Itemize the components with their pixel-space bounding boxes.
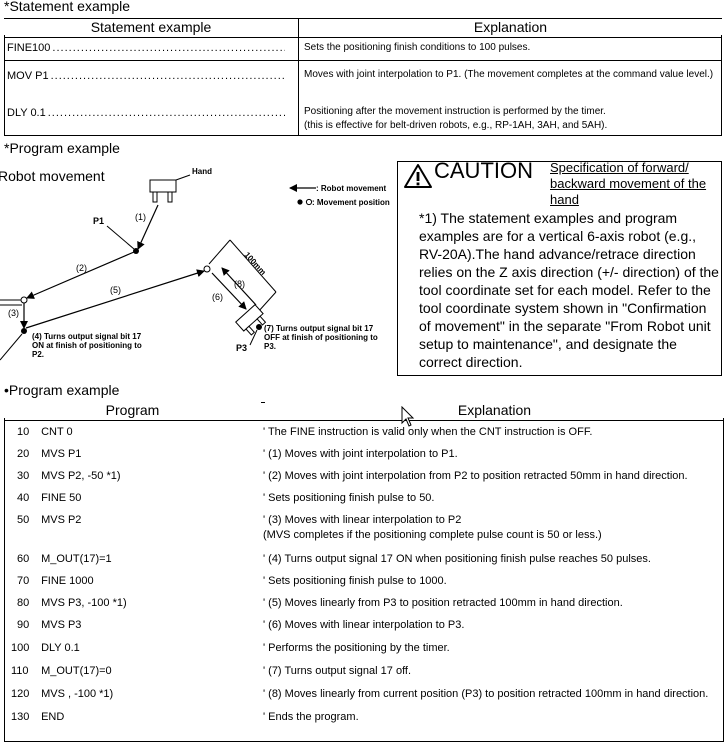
mouse-cursor-icon bbox=[401, 406, 415, 427]
move-label-6: (6) bbox=[212, 292, 223, 302]
legend-position-label: : Movement position bbox=[312, 198, 390, 207]
table-row: 100 DLY 0.1 bbox=[11, 642, 80, 654]
col-program-header: Program bbox=[4, 402, 261, 418]
p2-label: P2. bbox=[32, 350, 44, 359]
p1-leader bbox=[106, 225, 135, 250]
table-row: 50 MVS P2 bbox=[17, 514, 82, 526]
row-explanation: ' (6) Moves with linear interpolation to… bbox=[263, 619, 465, 631]
note-4-line2: ON at finish of positioning to bbox=[32, 341, 142, 350]
program-section-title: •Program example bbox=[4, 382, 120, 398]
program-example-title: *Program example bbox=[4, 140, 120, 156]
dim-extension-2 bbox=[257, 291, 277, 313]
robot-movement-diagram: Hand : Robot movement : Movement positio… bbox=[0, 167, 390, 361]
table-row: 130 END bbox=[11, 711, 65, 723]
row-explanation: ' Sets positioning finish pulse to 50. bbox=[263, 492, 435, 504]
move-arrow-6 bbox=[211, 272, 247, 310]
statement-col-divider bbox=[298, 18, 299, 136]
row-explanation: ' (7) Turns output signal 17 off. bbox=[263, 665, 412, 677]
caution-heading: Specification of forward/ backward movem… bbox=[550, 160, 707, 207]
hand-at-p3-icon bbox=[235, 303, 267, 336]
legend-filled-dot-icon bbox=[297, 199, 303, 205]
statement-section-title: *Statement example bbox=[4, 0, 131, 14]
statement-explanation: Sets the positioning finish conditions t… bbox=[304, 42, 531, 53]
row-explanation: ' (1) Moves with joint interpolation to … bbox=[263, 448, 458, 460]
move-arrow-2 bbox=[26, 251, 135, 299]
row-explanation: ' Sets positioning finish pulse to 1000. bbox=[263, 575, 447, 587]
row-explanation: ' (8) Moves linearly from current positi… bbox=[263, 688, 709, 700]
warning-triangle-icon bbox=[404, 164, 432, 188]
statement-row: FINE100 bbox=[7, 42, 287, 54]
note-7-line1: (7) Turns output signal bit 17 bbox=[264, 324, 374, 333]
diagram-title: Robot movement bbox=[0, 168, 105, 184]
statement-table bbox=[4, 18, 722, 136]
note-7-line2: OFF at finish of positioning to bbox=[264, 333, 378, 342]
table-row: 10 CNT 0 bbox=[17, 426, 73, 438]
table-row: 20 MVS P1 bbox=[17, 448, 82, 460]
statement-explanation: Moves with joint interpolation to P1. (T… bbox=[304, 69, 714, 80]
p3-leader bbox=[249, 329, 258, 346]
move-label-3: (3) bbox=[8, 308, 19, 318]
retract-p3-point bbox=[203, 265, 211, 273]
p1-label: P1 bbox=[93, 216, 104, 226]
move-label-5: (5) bbox=[110, 285, 121, 295]
col-program-explanation-header: Explanation bbox=[265, 402, 724, 418]
p1-point bbox=[133, 248, 139, 254]
row-explanation: ' (2) Moves with joint interpolation fro… bbox=[263, 470, 688, 482]
table-row: 110 M_OUT(17)=0 bbox=[11, 665, 112, 677]
statement-explanation: Positioning after the movement instructi… bbox=[304, 106, 608, 131]
table-row: 90 MVS P3 bbox=[17, 619, 82, 631]
caution-body: *1) The statement examples and program e… bbox=[419, 210, 719, 370]
move-arrow-8 bbox=[221, 267, 257, 306]
table-row: 120 MVS , -100 *1) bbox=[11, 688, 114, 700]
statement-row: DLY 0.1 bbox=[7, 107, 287, 119]
p2-point bbox=[21, 328, 27, 334]
row-explanation: ' Ends the program. bbox=[263, 711, 359, 723]
col-statement-header: Statement example bbox=[4, 19, 298, 35]
move-arrow-1 bbox=[137, 204, 159, 250]
row-explanation: ' (4) Turns output signal 17 ON when pos… bbox=[263, 553, 651, 565]
statement-code: FINE100 bbox=[7, 42, 51, 54]
statement-code: MOV P1 bbox=[7, 70, 49, 82]
move-label-8: (8) bbox=[234, 279, 245, 289]
caution-box bbox=[397, 161, 722, 376]
dim-extension-1 bbox=[208, 239, 231, 265]
program-header-divider bbox=[4, 420, 724, 421]
table-row: 70 FINE 1000 bbox=[17, 575, 94, 587]
statement-header-divider bbox=[4, 37, 722, 38]
table-row: 80 MVS P3, -100 *1) bbox=[17, 597, 127, 609]
statement-code: DLY 0.1 bbox=[7, 107, 46, 119]
statement-row-divider bbox=[4, 60, 722, 61]
note-7-line3: P3. bbox=[264, 342, 276, 351]
move-label-1: (1) bbox=[135, 212, 146, 222]
table-row: 60 M_OUT(17)=1 bbox=[17, 553, 112, 565]
retract-p2-point bbox=[20, 296, 28, 304]
p2-leader bbox=[0, 333, 23, 361]
hand-icon bbox=[149, 174, 191, 203]
p3-point bbox=[256, 324, 262, 330]
row-explanation: ' The FINE instruction is valid only whe… bbox=[263, 426, 593, 438]
table-row: 30 MVS P2, -50 *1) bbox=[17, 470, 121, 482]
move-arrow-5 bbox=[25, 269, 205, 329]
caution-title: CAUTION bbox=[434, 158, 533, 183]
dim-line bbox=[229, 239, 277, 293]
dim-label: 100mm bbox=[243, 250, 268, 277]
table-row: 40 FINE 50 bbox=[17, 492, 82, 504]
col-explanation-header: Explanation bbox=[299, 19, 722, 35]
statement-row: MOV P1 bbox=[7, 70, 287, 82]
hand-label: Hand bbox=[192, 167, 212, 176]
row-explanation: ' (3) Moves with linear interpolation to… bbox=[263, 514, 602, 541]
legend-movement-label: : Robot movement bbox=[316, 184, 387, 193]
row-explanation: ' Performs the positioning by the timer. bbox=[263, 642, 450, 654]
legend-open-dot-icon bbox=[305, 198, 313, 206]
move-label-2: (2) bbox=[76, 263, 87, 273]
note-4-line1: (4) Turns output signal bit 17 bbox=[32, 332, 142, 341]
p3-label: P3 bbox=[236, 343, 247, 353]
row-explanation: ' (5) Moves linearly from P3 to position… bbox=[263, 597, 623, 609]
